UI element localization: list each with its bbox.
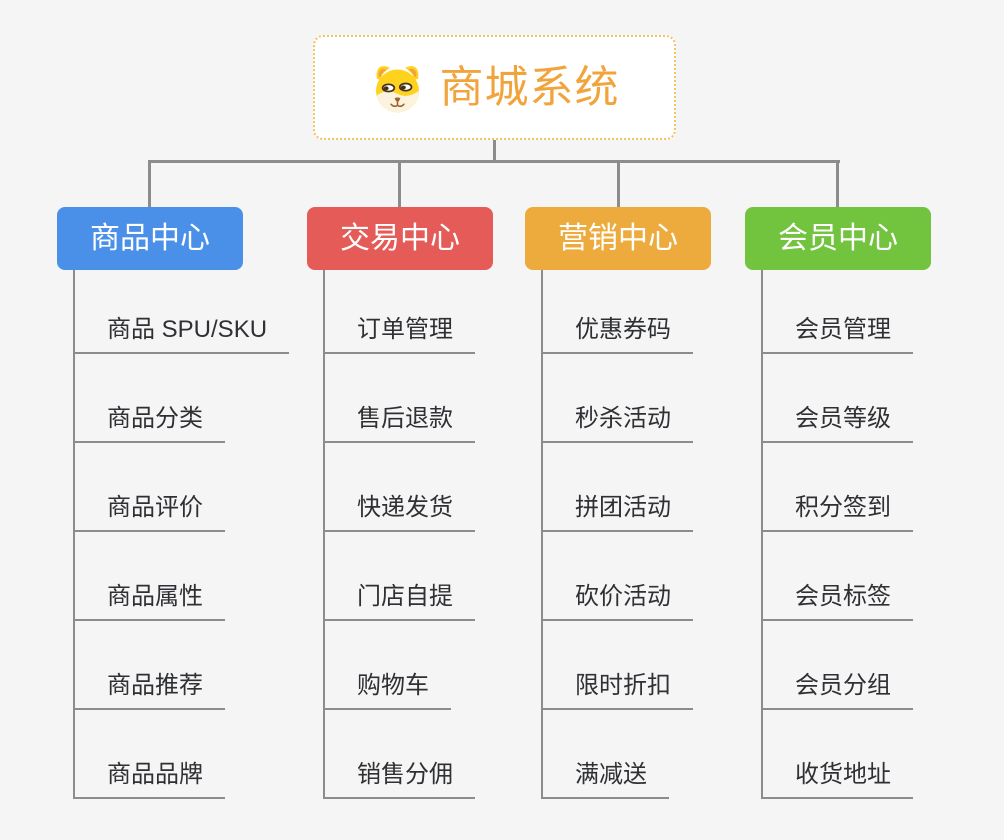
leaf-node[interactable]: 满减送	[543, 710, 669, 799]
leaf-node[interactable]: 商品评价	[75, 443, 225, 532]
leaf-node[interactable]: 购物车	[325, 621, 451, 710]
leaf-node[interactable]: 商品属性	[75, 532, 225, 621]
leaf-node[interactable]: 秒杀活动	[543, 354, 693, 443]
branch-1: 交易中心 订单管理售后退款快递发货门店自提购物车销售分佣	[307, 207, 493, 799]
leaf-node[interactable]: 门店自提	[325, 532, 475, 621]
leaf-node[interactable]: 商品分类	[75, 354, 225, 443]
leaf-node[interactable]: 收货地址	[763, 710, 913, 799]
leaf-node[interactable]: 砍价活动	[543, 532, 693, 621]
leaf-node[interactable]: 快递发货	[325, 443, 475, 532]
leaf-node[interactable]: 商品品牌	[75, 710, 225, 799]
connector-drop-2	[398, 160, 401, 208]
root-title: 商城系统	[439, 62, 620, 112]
leaf-node[interactable]: 商品 SPU/SKU	[75, 270, 290, 354]
leaf-node[interactable]: 售后退款	[325, 354, 475, 443]
leaf-node[interactable]: 订单管理	[325, 270, 475, 354]
leaf-node[interactable]: 拼团活动	[543, 443, 693, 532]
branch-children: 优惠券码秒杀活动拼团活动砍价活动限时折扣满减送	[541, 270, 693, 799]
branch-node[interactable]: 会员中心	[745, 207, 931, 270]
branch-2: 营销中心 优惠券码秒杀活动拼团活动砍价活动限时折扣满减送	[525, 207, 711, 799]
doge-icon	[375, 66, 419, 113]
connector-drop-3	[617, 160, 620, 208]
branch-children: 会员管理会员等级积分签到会员标签会员分组收货地址	[761, 270, 913, 799]
leaf-node[interactable]: 限时折扣	[543, 621, 693, 710]
connector-drop-4	[836, 160, 839, 208]
connector-horizontal-bar	[148, 160, 840, 163]
leaf-node[interactable]: 积分签到	[763, 443, 913, 532]
leaf-node[interactable]: 会员标签	[763, 532, 913, 621]
branch-node[interactable]: 交易中心	[307, 207, 493, 270]
leaf-node[interactable]: 会员等级	[763, 354, 913, 443]
connector-root-drop	[493, 140, 496, 161]
root-node[interactable]: 商城系统	[313, 35, 676, 140]
leaf-node[interactable]: 会员分组	[763, 621, 913, 710]
branch-node[interactable]: 营销中心	[525, 207, 711, 270]
branch-3: 会员中心 会员管理会员等级积分签到会员标签会员分组收货地址	[745, 207, 931, 799]
leaf-node[interactable]: 优惠券码	[543, 270, 693, 354]
connector-drop-1	[148, 160, 151, 208]
branch-children: 订单管理售后退款快递发货门店自提购物车销售分佣	[323, 270, 475, 799]
leaf-node[interactable]: 销售分佣	[325, 710, 475, 799]
leaf-node[interactable]: 会员管理	[763, 270, 913, 354]
leaf-node[interactable]: 商品推荐	[75, 621, 225, 710]
branch-node[interactable]: 商品中心	[57, 207, 243, 270]
